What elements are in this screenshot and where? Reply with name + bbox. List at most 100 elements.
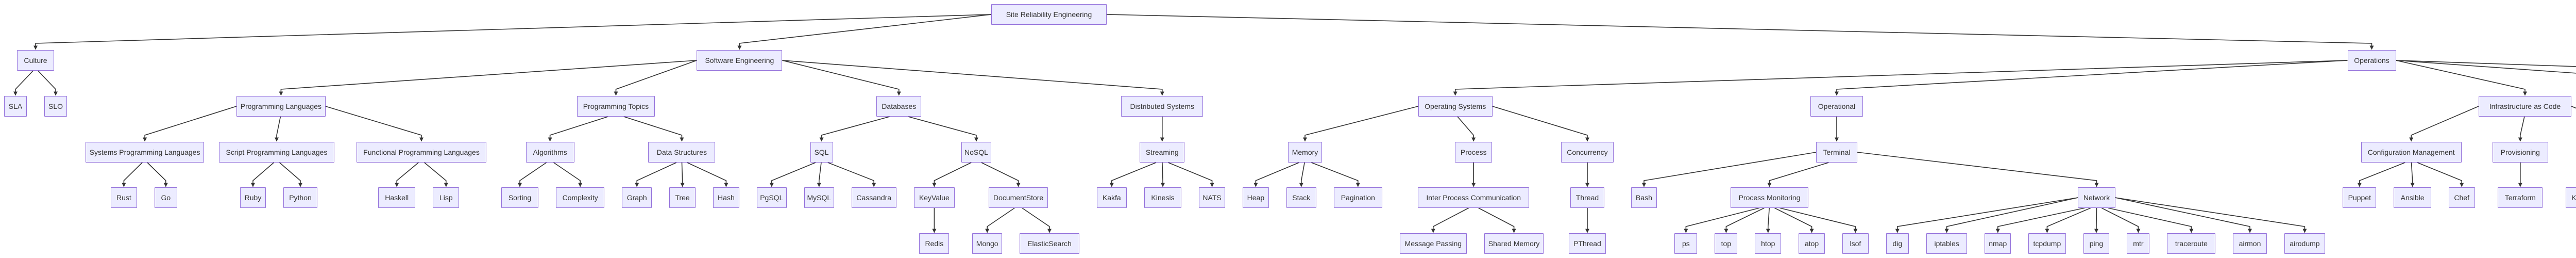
edge-terminal-to-process-monitoring [1767, 162, 1829, 187]
edge-systems-programming-languages-to-rust [122, 162, 143, 187]
mysql-node: MySQL [804, 187, 834, 208]
edge-streaming-to-nats [1168, 162, 1214, 187]
edge-streaming-to-kinesis [1161, 162, 1165, 187]
message-passing-node: Message Passing [1399, 233, 1467, 254]
edge-process-monitoring-to-lsof [1780, 207, 1858, 233]
site-reliability-engineering-node: Site Reliability Engineering [991, 4, 1107, 25]
programming-topics-node: Programming Topics [577, 96, 655, 117]
elasticsearch-node: ElasticSearch [1020, 233, 1079, 254]
terminal-node: Terminal [1816, 142, 1857, 163]
stack-node: Stack [1286, 187, 1316, 208]
puppet-node: Puppet [2343, 187, 2377, 208]
pgsql-node: PgSQL [756, 187, 787, 208]
thread-node: Thread [1570, 187, 1604, 208]
edge-culture-to-sla [13, 70, 33, 96]
sorting-node: Sorting [501, 187, 539, 208]
bash-node: Bash [1631, 187, 1657, 208]
edge-network-to-airmon [2115, 197, 2252, 233]
edge-algorithms-to-complexity [553, 162, 583, 187]
lisp-node: Lisp [433, 187, 460, 208]
edge-streaming-to-kakfa [1109, 162, 1157, 187]
tcpdump-node: tcpdump [2028, 233, 2066, 254]
python-node: Python [283, 187, 317, 208]
nmap-node: nmap [1985, 233, 2011, 254]
ps-node: ps [1674, 233, 1698, 254]
ping-node: ping [2083, 233, 2110, 254]
edge-network-to-airodump [2115, 197, 2307, 233]
edge-software-engineering-to-databases [782, 60, 901, 96]
edge-process-monitoring-to-ps [1684, 207, 1760, 233]
edge-software-engineering-to-programming-languages [279, 60, 697, 96]
edge-documentstore-to-mongo [985, 207, 1015, 233]
edge-network-to-ping [2094, 207, 2098, 233]
tree-node: Tree [669, 187, 696, 208]
edge-databases-to-nosql [908, 116, 978, 142]
edge-nosql-to-keyvalue [932, 162, 972, 187]
edge-site-reliability-engineering-to-operations [1106, 14, 2374, 50]
algorithms-node: Algorithms [526, 142, 574, 163]
nats-node: NATS [1199, 187, 1225, 208]
ansible-node: Ansible [2394, 187, 2431, 208]
haskell-node: Haskell [378, 187, 416, 208]
edge-operations-to-operating-systems [1453, 60, 2348, 96]
edge-algorithms-to-sorting [518, 162, 547, 187]
top-node: top [1715, 233, 1738, 254]
edge-databases-to-sql [819, 116, 890, 142]
edge-operating-systems-to-memory [1303, 106, 1418, 142]
edge-infrastructure-as-code-to-configuration-management [2409, 106, 2479, 142]
edge-network-to-nmap [1995, 207, 2085, 233]
edge-process-monitoring-to-htop [1766, 207, 1770, 233]
provisioning-node: Provisioning [2492, 142, 2548, 163]
edge-inter-process-communication-to-shared-memory [1478, 207, 1516, 233]
cassandra-node: Cassandra [851, 187, 896, 208]
documentstore-node: DocumentStore [988, 187, 1048, 208]
iptables-node: iptables [1926, 233, 1968, 254]
traceroute-node: traceroute [2167, 233, 2216, 254]
edge-data-structures-to-hash [687, 162, 728, 187]
edge-process-monitoring-to-top [1724, 207, 1765, 233]
edge-nosql-to-documentstore [981, 162, 1021, 187]
distributed-systems-node: Distributed Systems [1121, 96, 1204, 117]
sla-node: SLA [4, 96, 27, 117]
ruby-node: Ruby [240, 187, 266, 208]
sql-node: SQL [810, 142, 833, 163]
heap-node: Heap [1243, 187, 1269, 208]
data-structures-node: Data Structures [648, 142, 716, 163]
edge-terminal-to-network [1857, 152, 2099, 187]
infrastructure-as-code-node: Infrastructure as Code [2478, 96, 2572, 117]
htop-node: htop [1755, 233, 1782, 254]
edge-site-reliability-engineering-to-software-engineering [737, 14, 992, 50]
rust-node: Rust [111, 187, 137, 208]
concurrency-node: Concurrency [1561, 142, 1614, 163]
airodump-node: airodump [2284, 233, 2326, 254]
edge-script-programming-languages-to-python [279, 162, 302, 187]
databases-node: Databases [876, 96, 922, 117]
edge-programming-languages-to-functional-programming-languages [325, 106, 423, 142]
edge-terminal-to-bash [1642, 152, 1817, 187]
edge-data-structures-to-tree [680, 162, 685, 187]
edge-network-to-dig [1895, 197, 2078, 233]
nosql-node: NoSQL [961, 142, 991, 163]
edge-operations-to-monitoring [2396, 60, 2576, 67]
streaming-node: Streaming [1140, 142, 1185, 163]
culture-node: Culture [16, 50, 55, 71]
edge-configuration-management-to-ansible [2410, 162, 2415, 187]
edge-memory-to-stack [1299, 162, 1305, 187]
edge-network-to-mtr [2101, 207, 2141, 233]
edge-documentstore-to-elasticsearch [1022, 207, 1052, 233]
edge-process-monitoring-to-atop [1774, 207, 1814, 233]
memory-node: Memory [1288, 142, 1322, 163]
edge-sql-to-pgsql [769, 162, 816, 187]
edge-infrastructure-as-code-to-orchestration [2571, 106, 2576, 109]
script-programming-languages-node: Script Programming Languages [219, 142, 334, 163]
programming-languages-node: Programming Languages [236, 96, 326, 117]
edge-operating-systems-to-concurrency [1492, 106, 1589, 142]
edge-programming-topics-to-data-structures [623, 116, 684, 142]
kinesis-node: Kinesis [1144, 187, 1182, 208]
hash-node: Hash [713, 187, 739, 208]
edge-network-to-traceroute [2108, 207, 2194, 233]
edge-memory-to-pagination [1311, 162, 1360, 187]
edge-data-structures-to-graph [635, 162, 677, 187]
process-node: Process [1455, 142, 1493, 163]
